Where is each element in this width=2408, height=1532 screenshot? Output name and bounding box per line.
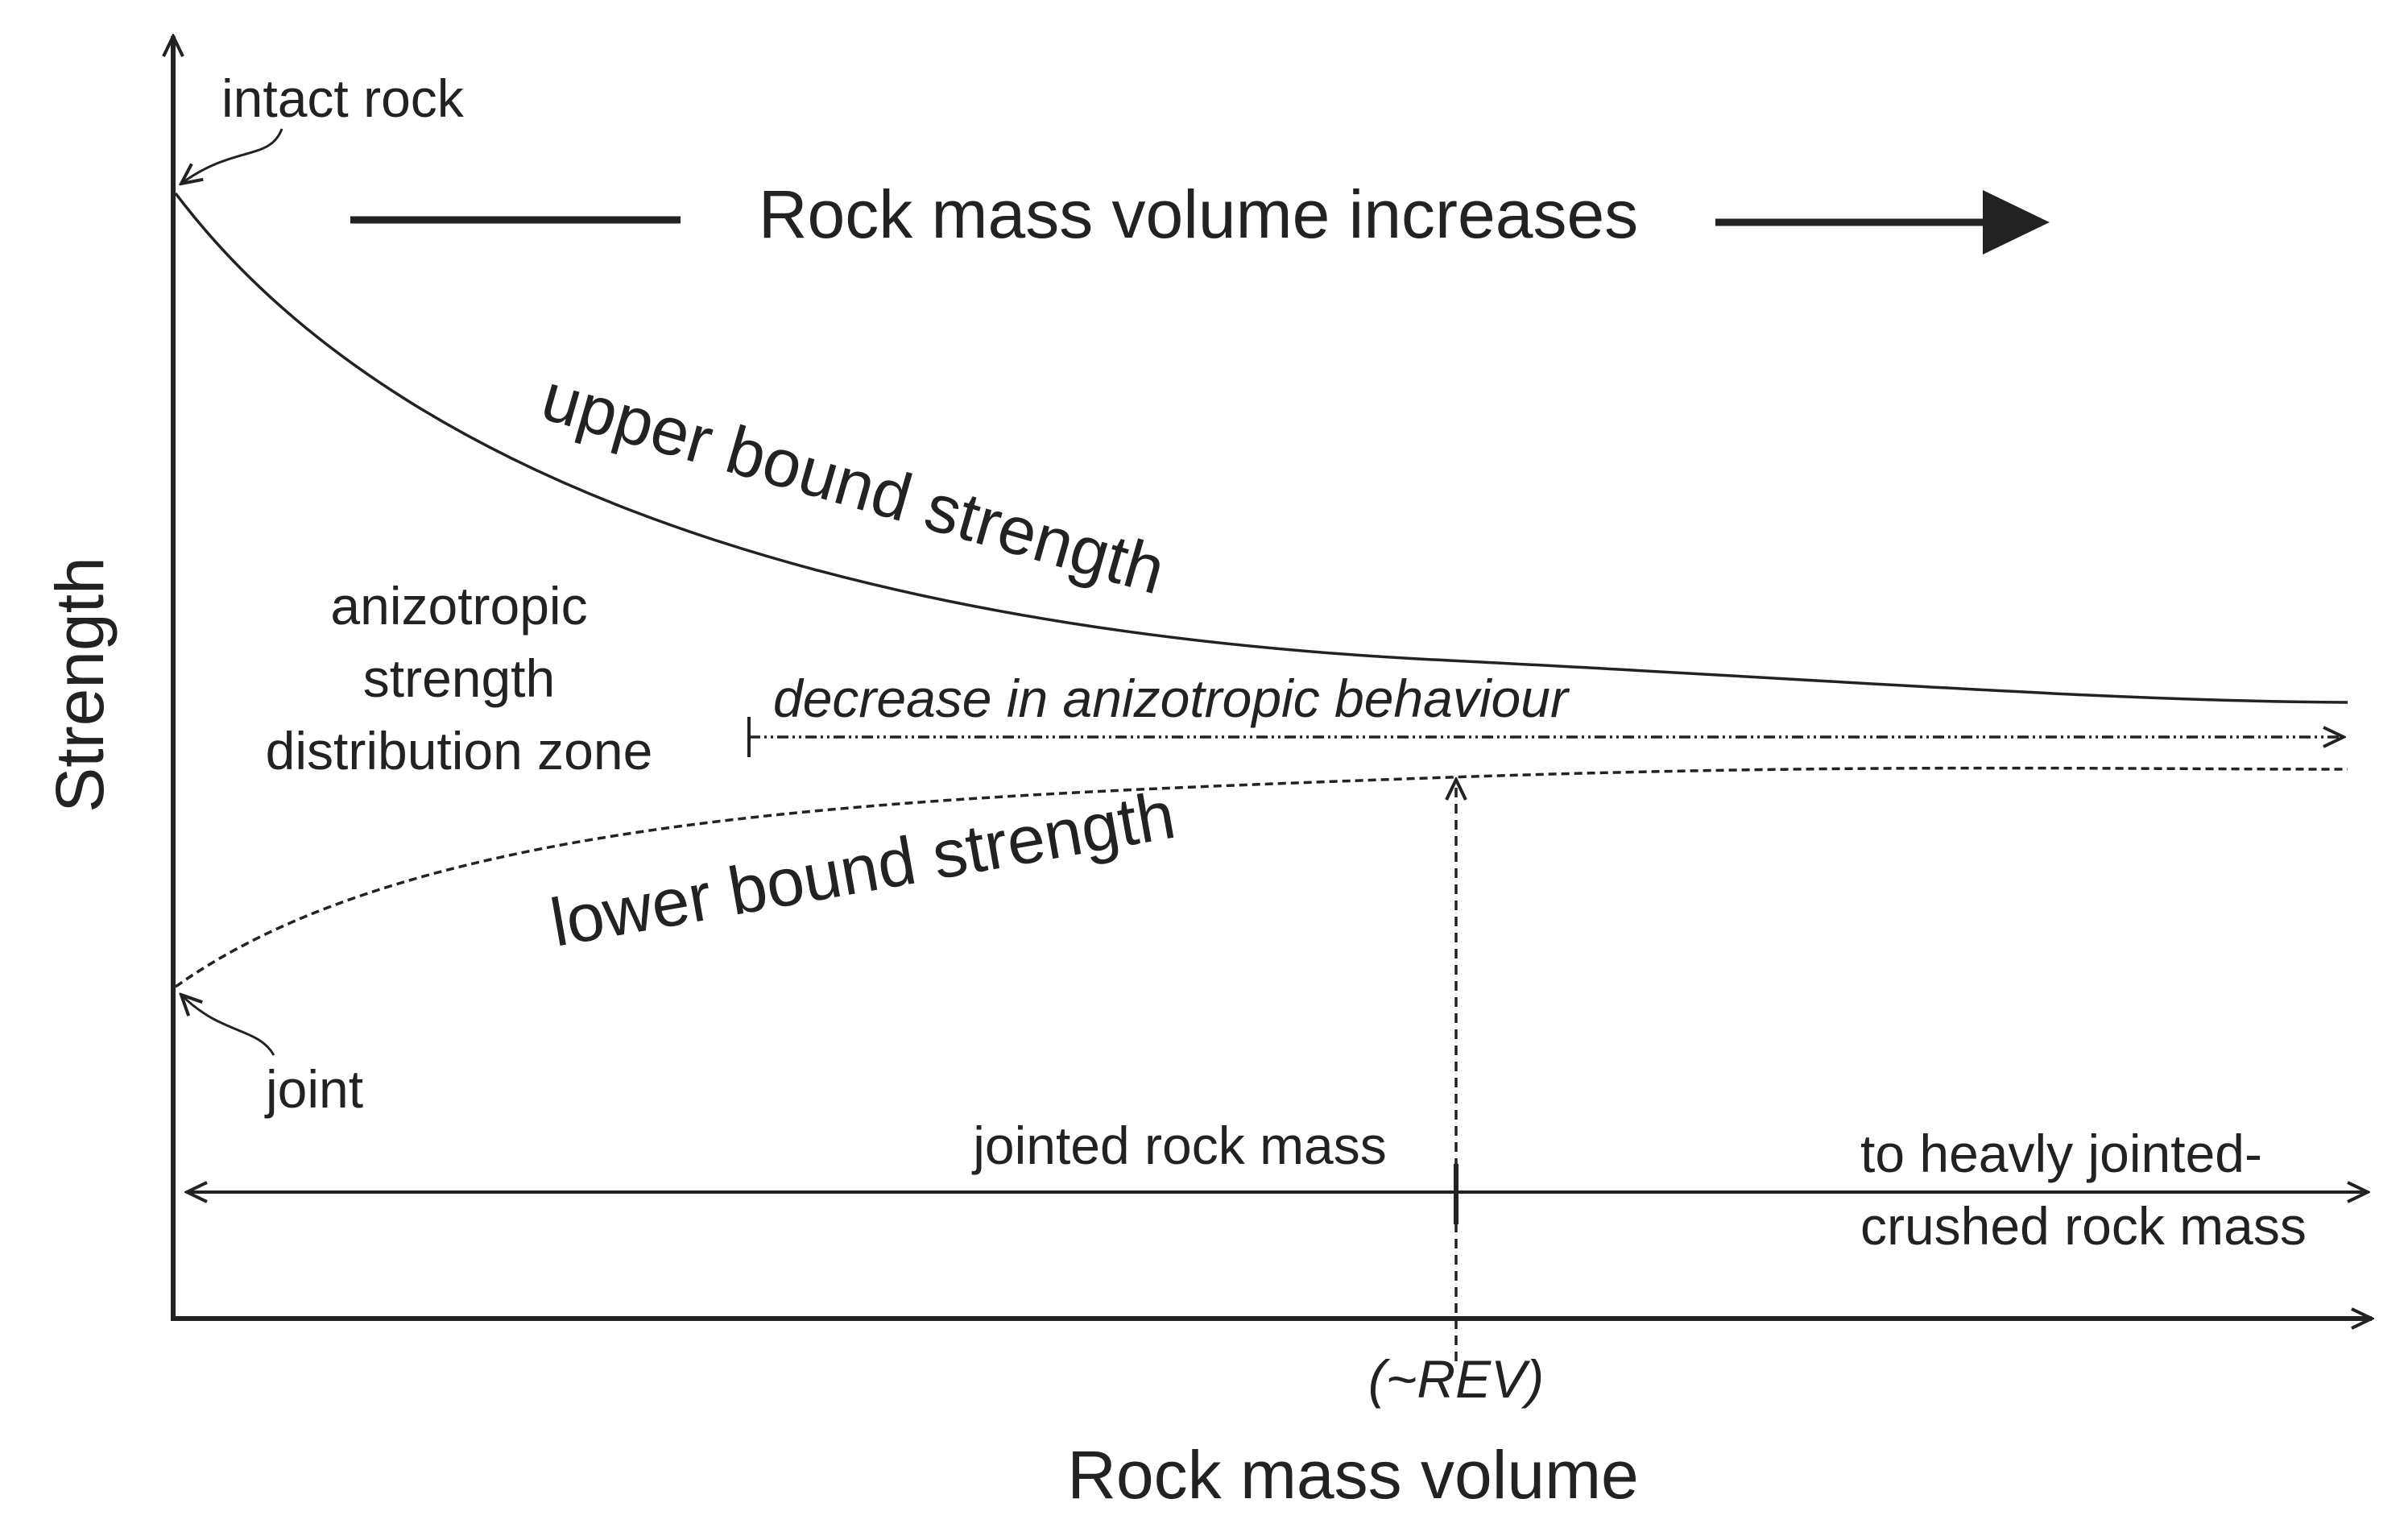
intact-rock-pointer [181, 128, 283, 184]
anisotropy-arrow [747, 717, 2344, 757]
volume-increases-arrow [350, 190, 2050, 255]
upper-bound-curve [174, 192, 2348, 704]
anisotropic-zone-label: anizotropic strength distribution zone [266, 576, 653, 780]
x-axis-label: Rock mass volume [1067, 1437, 1639, 1513]
volume-increases-label: Rock mass volume increases [759, 176, 1638, 252]
zone-label-line3: distribution zone [266, 721, 653, 780]
axes [171, 36, 2372, 1321]
joint-pointer [181, 995, 275, 1056]
jointed-rock-mass-label: jointed rock mass [971, 1116, 1387, 1175]
anisotropy-decrease-label: decrease in anizotropic behaviour [773, 669, 1570, 728]
zone-label-line2: strength [363, 648, 555, 708]
zone-label-line1: anizotropic [330, 576, 587, 636]
heavily-jointed-label-line1: to heavly jointed- [1860, 1124, 2262, 1183]
lower-bound-label: lower bound strength [545, 776, 1181, 961]
volume-arrow-head [1983, 190, 2050, 255]
joint-label: joint [264, 1059, 363, 1119]
intact-rock-label: intact rock [221, 68, 465, 128]
heavily-jointed-label-line2: crushed rock mass [1860, 1196, 2307, 1256]
lower-bound-curve [174, 766, 2348, 988]
y-axis-label: Strength [42, 557, 118, 813]
upper-bound-label: upper bound strength [534, 358, 1173, 608]
